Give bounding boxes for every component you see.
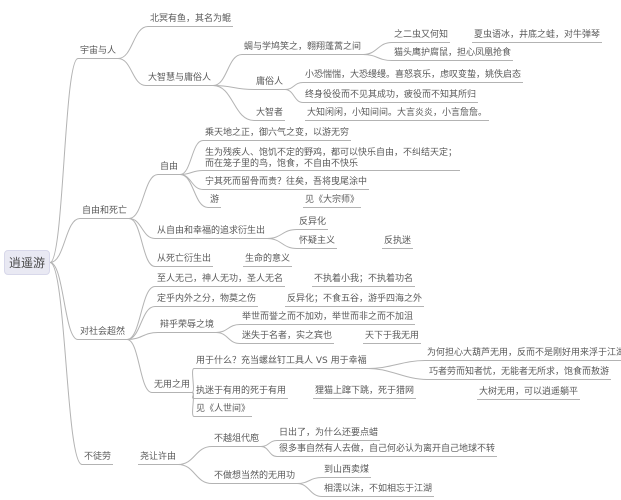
node-used-for-what[interactable]: 用于什么？充当螺丝钉工具人 VS 用于幸福 bbox=[194, 355, 369, 369]
node-freedom[interactable]: 自由 bbox=[158, 161, 181, 175]
node-clever-toil[interactable]: 巧者劳而知者忧，无能者无所求，饱食而敖游 bbox=[427, 366, 612, 380]
node-no-pointless-work[interactable]: 不做想当然的无用功 bbox=[212, 470, 298, 484]
node-vulgar-people[interactable]: 庸俗人 bbox=[254, 76, 286, 90]
node-things-get-done[interactable]: 很多事自然有人去做，自己何必认为离开自己地球不转 bbox=[277, 443, 498, 457]
node-honor-disgrace[interactable]: 辩乎荣辱之境 bbox=[158, 319, 217, 333]
node-no-futile-effort[interactable]: 不徒劳 bbox=[82, 451, 114, 465]
node-anti-alienation-grains[interactable]: 反异化；不食五谷，游乎四海之外 bbox=[285, 293, 425, 307]
node-sun-rises-candle[interactable]: 日出了，为什么还要点蜡 bbox=[277, 427, 381, 441]
node-small-fear-great-fear[interactable]: 小恐惴惴，大恐缦缦。喜怒哀乐，虑叹变蛰，姚佚启态 bbox=[303, 69, 524, 83]
node-big-tree-lie-flat[interactable]: 大树无用，可以逍遥躺平 bbox=[477, 386, 581, 400]
node-ride-heaven-earth[interactable]: 乘天地之正，御六气之变，以游无穷 bbox=[203, 127, 352, 141]
node-meaning-of-life[interactable]: 生命的意义 bbox=[243, 253, 293, 267]
node-disabled-wild-chicken[interactable]: 生为残疾人、饱饥不定的野鸡，都可以快乐自由，不纠结天定；而在笼子里的鸟，饱食，不… bbox=[203, 148, 460, 171]
node-world-useless-to-me[interactable]: 天下于我无用 bbox=[363, 330, 422, 344]
node-great-sage[interactable]: 大智者 bbox=[254, 107, 286, 121]
node-cicada-dove-mock[interactable]: 蜩与学鸠笑之，翱翔蓬蒿之间 bbox=[242, 41, 364, 55]
node-great-knowledge[interactable]: 大知闲闲，小知间间。大言炎炎，小言詹詹。 bbox=[305, 107, 490, 121]
node-big-gourd-float[interactable]: 为何担心大葫芦无用，反而不是刚好用来浮于江湖 bbox=[425, 347, 621, 361]
node-see-renshijian[interactable]: 见《人世间》 bbox=[194, 403, 253, 417]
node-anti-alienation[interactable]: 反异化 bbox=[297, 216, 329, 230]
node-world-praise-blame[interactable]: 举世而誉之而不加劝，举世而非之而不加沮 bbox=[240, 311, 416, 325]
node-forget-in-rivers-lakes[interactable]: 相濡以沫，不如相忘于江湖 bbox=[322, 483, 435, 497]
node-skepticism[interactable]: 怀疑主义 bbox=[297, 235, 338, 249]
node-yao-yields-to-xuyou[interactable]: 尧让许由 bbox=[138, 451, 179, 465]
node-universe-and-man[interactable]: 宇宙与人 bbox=[78, 45, 119, 59]
node-perfect-man-no-self[interactable]: 至人无己，神人无功，圣人无名 bbox=[155, 273, 286, 287]
node-no-overstepping[interactable]: 不越俎代庖 bbox=[212, 433, 262, 447]
node-summer-insect-idioms[interactable]: 夏虫语冰，井底之蛙，对牛弹琴 bbox=[472, 29, 603, 43]
node-freedom-and-death[interactable]: 自由和死亡 bbox=[80, 205, 130, 219]
node-obsessed-useful-dies[interactable]: 执迷于有用的死于有用 bbox=[194, 385, 289, 399]
node-see-dazongshi[interactable]: 见《大宗师》 bbox=[303, 194, 362, 208]
node-wildcat-hunting-net[interactable]: 狸猫上蹿下跳，死于猎网 bbox=[313, 385, 417, 399]
node-lifelong-toil[interactable]: 终身役役而不见其成功，疲役而不知其所归 bbox=[303, 89, 479, 103]
node-two-bugs-what-know[interactable]: 之二虫又何知 bbox=[392, 29, 451, 43]
node-transcend-society[interactable]: 对社会超然 bbox=[78, 326, 128, 340]
node-owl-rotten-rat[interactable]: 猫头鹰护腐鼠，担心凤凰抢食 bbox=[392, 47, 514, 61]
node-great-wisdom-vs-vulgar[interactable]: 大智慧与庸俗人 bbox=[146, 72, 214, 86]
node-northern-sea-fish[interactable]: 北冥有鱼，其名为鲲 bbox=[148, 13, 234, 27]
node-inner-outer-distinction[interactable]: 定乎内外之分，物莫之伤 bbox=[155, 293, 259, 307]
node-anti-obsession[interactable]: 反执迷 bbox=[382, 235, 414, 249]
root-topic[interactable]: 逍遥游 bbox=[4, 250, 50, 275]
node-useless-use[interactable]: 无用之用 bbox=[152, 379, 193, 393]
node-drag-tail-in-mud[interactable]: 宁其死而留骨而贵？往矣，吾将曳尾涂中 bbox=[203, 176, 370, 190]
node-wander[interactable]: 游 bbox=[208, 194, 222, 208]
node-no-attachment[interactable]: 不执着小我；不执着功名 bbox=[312, 273, 416, 287]
node-lost-in-fame[interactable]: 迷失于名者，实之宾也 bbox=[240, 330, 335, 344]
node-derived-from-death[interactable]: 从死亡衍生出 bbox=[155, 253, 214, 267]
node-derived-from-freedom[interactable]: 从自由和幸福的追求衍生出 bbox=[155, 225, 268, 239]
node-sell-coal-shanxi[interactable]: 到山西卖煤 bbox=[322, 464, 372, 478]
